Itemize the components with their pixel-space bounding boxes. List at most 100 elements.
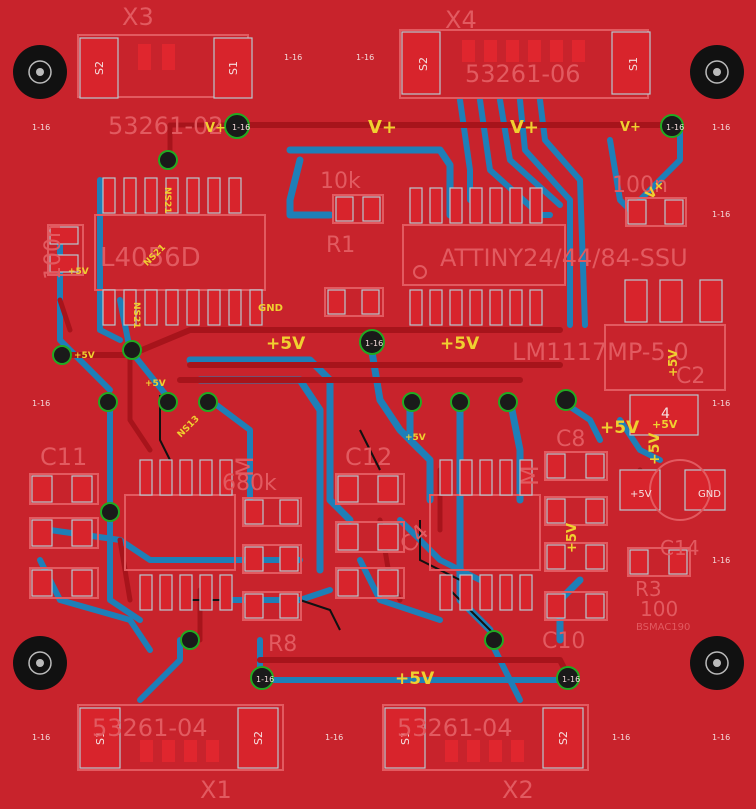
via-label-7: 1-16	[356, 53, 374, 62]
r-top-label: 10k	[320, 169, 361, 194]
c14-label: C14	[660, 536, 699, 560]
connector-x3: S2 S1 X3 53261-02	[77, 3, 253, 140]
x2-s1-label: S1	[399, 731, 412, 745]
x4-shield-pad-s1	[611, 31, 651, 95]
p5v-net-5: +5V	[68, 267, 89, 277]
c2-label: C2	[676, 364, 705, 389]
via-labels: 1-16 1-16 1-16 1-16 1-16 1-16 1-16 1-16 …	[32, 53, 730, 742]
regulator-label: LM1117MP-5.0	[512, 338, 689, 366]
via-label-8: 1-16	[32, 123, 50, 132]
p5v-net-7: +5V	[145, 379, 166, 389]
ic-left: L4056D GND NS21 NS21 NS21	[94, 177, 283, 329]
silk-outlines	[159, 395, 501, 641]
net-labels: V+ V+ V+ V+ V+ +5V +5V +5V +5V +5V +5V +…	[68, 117, 680, 689]
via-label-10: 1-16	[712, 210, 730, 219]
x1-part-label: 53261-04	[92, 714, 208, 742]
ic-bottom-left: M	[124, 456, 259, 611]
connector-x4: S2 S1 X4 53261-06	[399, 6, 651, 99]
r-mid-label: 680k	[222, 471, 277, 496]
p5v-net-10: +5V	[647, 433, 663, 465]
via-label-3: 1-16	[365, 339, 383, 348]
x2-part-label: 53261-04	[397, 714, 513, 742]
x4-s2-label: S2	[417, 57, 430, 71]
via-label-4: 1-16	[256, 675, 274, 684]
c10-label: C10	[542, 629, 585, 654]
via-label-1: 1-16	[232, 123, 250, 132]
p5v-net-6: +5V	[74, 351, 95, 361]
r100-label: 100	[640, 597, 678, 621]
ic-left-label: L4056D	[100, 243, 201, 273]
via-label-15: 1-16	[325, 733, 343, 742]
p5v-net-1: +5V	[266, 334, 306, 354]
ic-bottom-right: M	[429, 459, 544, 611]
via-label-5: 1-16	[562, 675, 580, 684]
ic-bottom-right-label: M	[516, 465, 544, 486]
via-label-13: 1-16	[712, 556, 730, 565]
mounting-holes	[13, 45, 744, 690]
led-5v-label: +5V	[630, 489, 652, 500]
via-label-12: 1-16	[712, 399, 730, 408]
r1-label: R1	[326, 233, 355, 258]
ns21-net-1: NS21	[162, 187, 172, 214]
ic-bottom-left-label: M	[231, 456, 259, 477]
x3-shield-pad-s1	[213, 37, 253, 99]
x3-ref-label: X3	[122, 3, 154, 31]
connector-x1: S1 S2 53261-04 X1	[77, 704, 284, 804]
c11-label: C11	[40, 443, 87, 471]
p5v-net-3: +5V	[395, 669, 435, 689]
ns21-net-3: NS21	[131, 302, 141, 329]
via-label-14: 1-16	[32, 733, 50, 742]
r-top-right-label: 100n	[612, 173, 668, 198]
p5v-net-4: +5V	[600, 418, 640, 438]
vplus-net-3: V+	[510, 117, 539, 138]
led-gnd-label: GND	[698, 489, 721, 500]
via-label-11: 1-16	[32, 399, 50, 408]
x4-shield-pad-s2	[401, 31, 441, 95]
vplus-net-2: V+	[368, 117, 397, 138]
x3-part-label: 53261-02	[108, 112, 224, 140]
x1-ref-label: X1	[200, 776, 232, 804]
passives: 10k R1 100n 100n C11 680k R8 C12 C4	[29, 169, 726, 657]
x3-s1-label: S1	[227, 61, 240, 75]
vias	[52, 113, 684, 690]
via-label-16: 1-16	[712, 733, 730, 742]
x2-shield-pad-s1	[384, 707, 426, 769]
x1-s2-label: S2	[252, 731, 265, 745]
regulator-pin4-label: 4	[661, 406, 670, 422]
x3-shield-pad-s2	[79, 37, 119, 99]
mcu-label: ATTINY24/44/84-SSU	[440, 244, 688, 272]
regulator-5v-net: +5V	[652, 418, 678, 431]
x4-ref-label: X4	[445, 6, 477, 34]
x2-ref-label: X2	[502, 776, 534, 804]
x2-shield-pad-s2	[542, 707, 584, 769]
pt-bsmac-label: BSMAC190	[636, 622, 690, 633]
p5v-net-11: +5V	[565, 523, 580, 553]
regulator: 4 LM1117MP-5.0 C2 +5V	[512, 279, 726, 436]
p5v-net-9: +5V	[666, 349, 680, 377]
x1-s1-label: S1	[94, 731, 107, 745]
x3-s2-label: S2	[93, 61, 106, 75]
x4-s1-label: S1	[627, 57, 640, 71]
mcu: ATTINY24/44/84-SSU	[402, 187, 688, 326]
p5v-net-2: +5V	[440, 334, 480, 354]
x1-shield-pad-s2	[237, 707, 279, 769]
c-left-rot-label: 100n	[41, 224, 66, 280]
via-label-2: 1-16	[666, 123, 684, 132]
r3-label: R3	[635, 577, 662, 601]
vplus-net-1: V+	[205, 121, 226, 136]
via-label-17: 1-16	[612, 733, 630, 742]
c12-label: C12	[345, 443, 392, 471]
c8-label: C8	[556, 427, 585, 452]
regulator-tab-pad	[629, 394, 699, 436]
p5v-net-8: +5V	[405, 433, 426, 443]
via-label-9: 1-16	[712, 123, 730, 132]
vplus-net-4: V+	[620, 120, 641, 135]
connector-x2: S1 S2 53261-04 X2	[382, 704, 589, 804]
via-label-6: 1-16	[284, 53, 302, 62]
x4-part-label: 53261-06	[465, 60, 581, 88]
x1-shield-pad-s1	[79, 707, 121, 769]
x2-s2-label: S2	[557, 731, 570, 745]
r8-label: R8	[268, 632, 297, 657]
gnd-net-ic-left: GND	[258, 303, 283, 314]
